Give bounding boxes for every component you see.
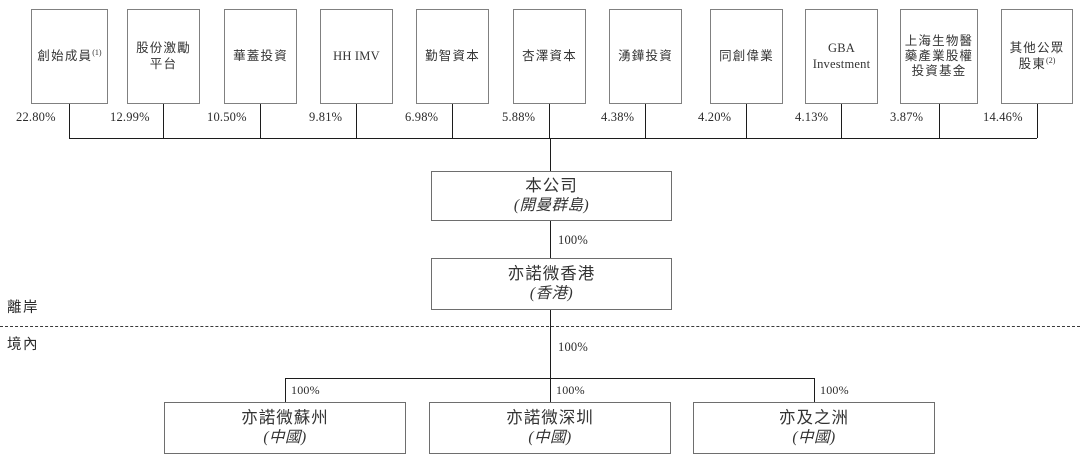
entity-place: (開曼群島)	[513, 196, 590, 214]
shareholder-box-esop[interactable]: 股份激勵 平台	[127, 9, 200, 104]
entity-box-yijizhizhou[interactable]: 亦及之洲 (中國)	[693, 402, 935, 454]
connector-esop	[163, 104, 164, 138]
percent-esop: 12.99%	[110, 110, 150, 124]
shareholder-box-founders[interactable]: 創始成員(1)	[31, 9, 108, 104]
entity-box-suzhou[interactable]: 亦諾微蘇州 (中國)	[164, 402, 406, 454]
shareholder-label: 湧鏵投資	[618, 48, 673, 63]
connector-huagai	[260, 104, 261, 138]
percent-hh-imv: 9.81%	[309, 110, 343, 124]
connector-gba	[841, 104, 842, 138]
entity-name: 本公司	[525, 176, 578, 196]
connector-company-to-hk	[550, 221, 551, 258]
shareholder-label: HH IMV	[333, 48, 380, 63]
entity-box-hk[interactable]: 亦諾微香港 (香港)	[431, 258, 672, 310]
shareholder-box-shanghai-biomed-fund[interactable]: 上海生物醫 藥產業股權 投資基金	[900, 9, 978, 104]
connector-founders	[69, 104, 70, 138]
zone-label-onshore: 境內	[7, 337, 39, 353]
entity-box-company[interactable]: 本公司 (開曼群島)	[431, 171, 672, 221]
percent-company-to-hk: 100%	[558, 233, 588, 247]
connector-to-yijizhizhou	[814, 378, 815, 402]
zone-label-offshore: 離岸	[7, 300, 39, 316]
shareholder-label-line3: 投資基金	[911, 64, 967, 79]
percent-qinzhi: 6.98%	[405, 110, 439, 124]
shareholder-box-hh-imv[interactable]: HH IMV	[320, 9, 393, 104]
shareholder-label-line1: 股份激勵	[136, 41, 191, 56]
connector-to-shenzhen	[550, 378, 551, 402]
entity-box-shenzhen[interactable]: 亦諾微深圳 (中國)	[429, 402, 671, 454]
entity-name: 亦及之洲	[779, 408, 849, 428]
percent-founders: 22.80%	[16, 110, 56, 124]
connector-yonghua	[645, 104, 646, 138]
shareholder-label-line2: 股東(2)	[1018, 55, 1056, 72]
shareholder-label-line2: 藥產業股權	[904, 48, 974, 63]
shareholder-label: 創始成員(1)	[37, 48, 102, 64]
entity-name: 亦諾微香港	[507, 264, 596, 284]
percent-huagai: 10.50%	[207, 110, 247, 124]
shareholder-label: 華蓋投資	[233, 48, 288, 63]
connector-to-suzhou	[285, 378, 286, 402]
connector-xingze	[549, 104, 550, 138]
shareholder-box-gba-investment[interactable]: GBA Investment	[805, 9, 878, 104]
footnote-marker: (1)	[92, 48, 102, 58]
entity-place: (中國)	[792, 428, 836, 446]
shareholder-label-line2: 平台	[149, 56, 178, 71]
percent-tongchuang: 4.20%	[698, 110, 732, 124]
percent-suzhou: 100%	[291, 383, 320, 397]
connector-bus-to-company	[550, 138, 551, 172]
connector-hk-to-branch	[550, 310, 551, 378]
offshore-onshore-divider	[0, 326, 1080, 327]
entity-place: (香港)	[529, 284, 574, 302]
shareholder-label-line1: GBA	[828, 41, 855, 56]
shareholder-label: 勤智資本	[425, 48, 480, 63]
percent-yonghua: 4.38%	[601, 110, 635, 124]
shareholder-box-yonghua[interactable]: 湧鏵投資	[609, 9, 682, 104]
percent-xingze: 5.88%	[502, 110, 536, 124]
connector-shanghai-fund	[939, 104, 940, 138]
percent-shenzhen: 100%	[556, 383, 585, 397]
percent-hk-to-subsidiaries: 100%	[558, 340, 588, 354]
percent-gba: 4.13%	[795, 110, 829, 124]
shareholder-bus-line	[69, 138, 1037, 139]
percent-other-public: 14.46%	[983, 110, 1023, 124]
shareholder-label-line1: 上海生物醫	[904, 33, 974, 48]
shareholder-box-tongchuang[interactable]: 同創偉業	[710, 9, 783, 104]
connector-hh-imv	[356, 104, 357, 138]
percent-yijizhizhou: 100%	[820, 383, 849, 397]
shareholder-box-qinzhi[interactable]: 勤智資本	[416, 9, 489, 104]
connector-tongchuang	[746, 104, 747, 138]
connector-other-public	[1037, 104, 1038, 138]
entity-place: (中國)	[263, 428, 307, 446]
entity-name: 亦諾微深圳	[506, 408, 594, 428]
shareholder-label-line1: 其他公眾	[1009, 40, 1065, 55]
connector-qinzhi	[452, 104, 453, 138]
footnote-marker: (2)	[1046, 55, 1056, 65]
shareholder-label-line2: Investment	[812, 56, 871, 71]
percent-shanghai-fund: 3.87%	[890, 110, 924, 124]
shareholder-box-huagai[interactable]: 華蓋投資	[224, 9, 297, 104]
shareholder-label: 同創偉業	[719, 48, 774, 63]
shareholder-label: 杏澤資本	[522, 48, 577, 63]
entity-name: 亦諾微蘇州	[241, 408, 329, 428]
shareholder-box-xingze[interactable]: 杏澤資本	[513, 9, 586, 104]
shareholder-box-other-public[interactable]: 其他公眾 股東(2)	[1001, 9, 1073, 104]
entity-place: (中國)	[528, 428, 572, 446]
